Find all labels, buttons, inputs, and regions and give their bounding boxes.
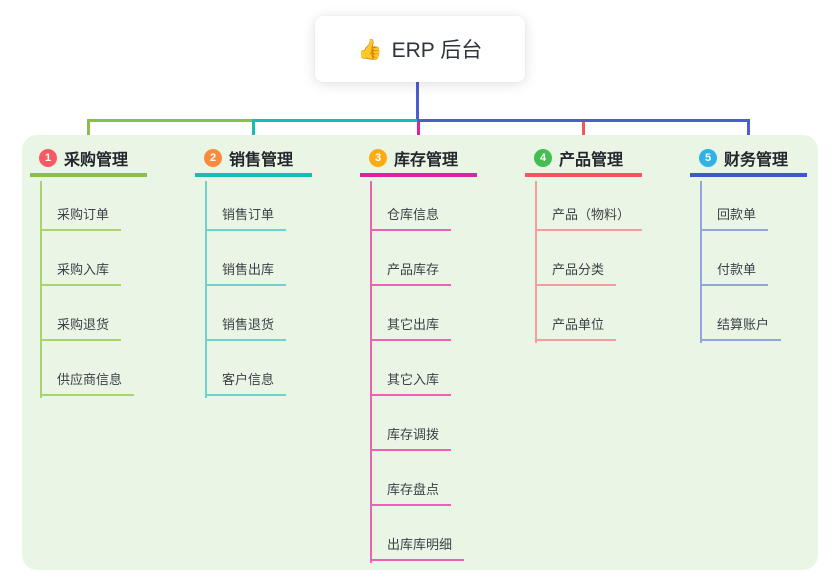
child-node[interactable]: 回款单 [700,206,769,231]
connector-branch3-drop [417,122,420,144]
branch-trunk-line [700,181,702,343]
branch-label: 采购管理 [64,152,129,169]
root-node[interactable]: 👍 ERP 后台 [315,16,525,82]
child-node[interactable]: 供应商信息 [40,371,135,396]
branch-4: 4 产品管理产品（物料） 产品分类产品单位 [525,143,675,343]
child-node[interactable]: 销售退货 [205,316,287,341]
branch-trunk-line [205,181,207,398]
branch-number-badge: 3 [369,149,387,167]
connector-branch1-horizontal [87,119,254,122]
connector-branch2-horizontal [252,119,420,122]
connector-branch1-drop [87,119,90,144]
branch-trunk-line [535,181,537,343]
branch-label: 财务管理 [724,152,789,169]
child-node[interactable]: 出库库明细 [370,536,465,561]
child-node[interactable]: 仓库信息 [370,206,452,231]
branch-label: 库存管理 [394,152,459,169]
child-node[interactable]: 产品库存 [370,261,452,286]
child-node[interactable]: 采购入库 [40,261,122,286]
child-node[interactable]: 其它入库 [370,371,452,396]
connector-root-vertical [416,82,419,122]
branch-label: 产品管理 [559,152,624,169]
child-node[interactable]: 库存调拨 [370,426,452,451]
branch-header[interactable]: 2 销售管理 [195,143,312,177]
branch-1: 1 采购管理采购订单采购入库采购退货供应商信息 [30,143,180,398]
child-node[interactable]: 产品（物料） [535,206,643,231]
branch-number-badge: 1 [39,149,57,167]
connector-right-horizontal [417,119,750,122]
child-node[interactable]: 付款单 [700,261,769,286]
branch-header[interactable]: 5 财务管理 [690,143,807,177]
branch-header[interactable]: 1 采购管理 [30,143,147,177]
child-node[interactable]: 其它出库 [370,316,452,341]
branch-number-badge: 4 [534,149,552,167]
connector-branch4-drop [582,122,585,144]
branch-number-badge: 2 [204,149,222,167]
branch-3: 3 库存管理仓库信息产品库存其它出库其它入库库存调拨库存盘点出库库明细 [360,143,510,563]
thumbs-up-icon: 👍 [357,38,383,61]
branch-5: 5 财务管理回款单付款单结算账户 [690,143,839,343]
branch-header[interactable]: 3 库存管理 [360,143,477,177]
child-node[interactable]: 采购订单 [40,206,122,231]
branch-label: 销售管理 [229,152,294,169]
branch-2: 2 销售管理销售订单销售出库销售退货客户信息 [195,143,345,398]
child-node[interactable]: 采购退货 [40,316,122,341]
child-node[interactable]: 销售出库 [205,261,287,286]
child-node[interactable]: 库存盘点 [370,481,452,506]
child-node[interactable]: 客户信息 [205,371,287,396]
child-node[interactable]: 结算账户 [700,316,782,341]
child-node[interactable]: 产品分类 [535,261,617,286]
branch-trunk-line [370,181,372,563]
root-node-label: ERP 后台 [391,39,483,62]
mindmap-panel [22,135,818,570]
child-node[interactable]: 销售订单 [205,206,287,231]
connector-branch5-drop [747,119,750,144]
branch-trunk-line [40,181,42,398]
child-node[interactable]: 产品单位 [535,316,617,341]
connector-branch2-drop [252,119,255,144]
branch-header[interactable]: 4 产品管理 [525,143,642,177]
branch-number-badge: 5 [699,149,717,167]
